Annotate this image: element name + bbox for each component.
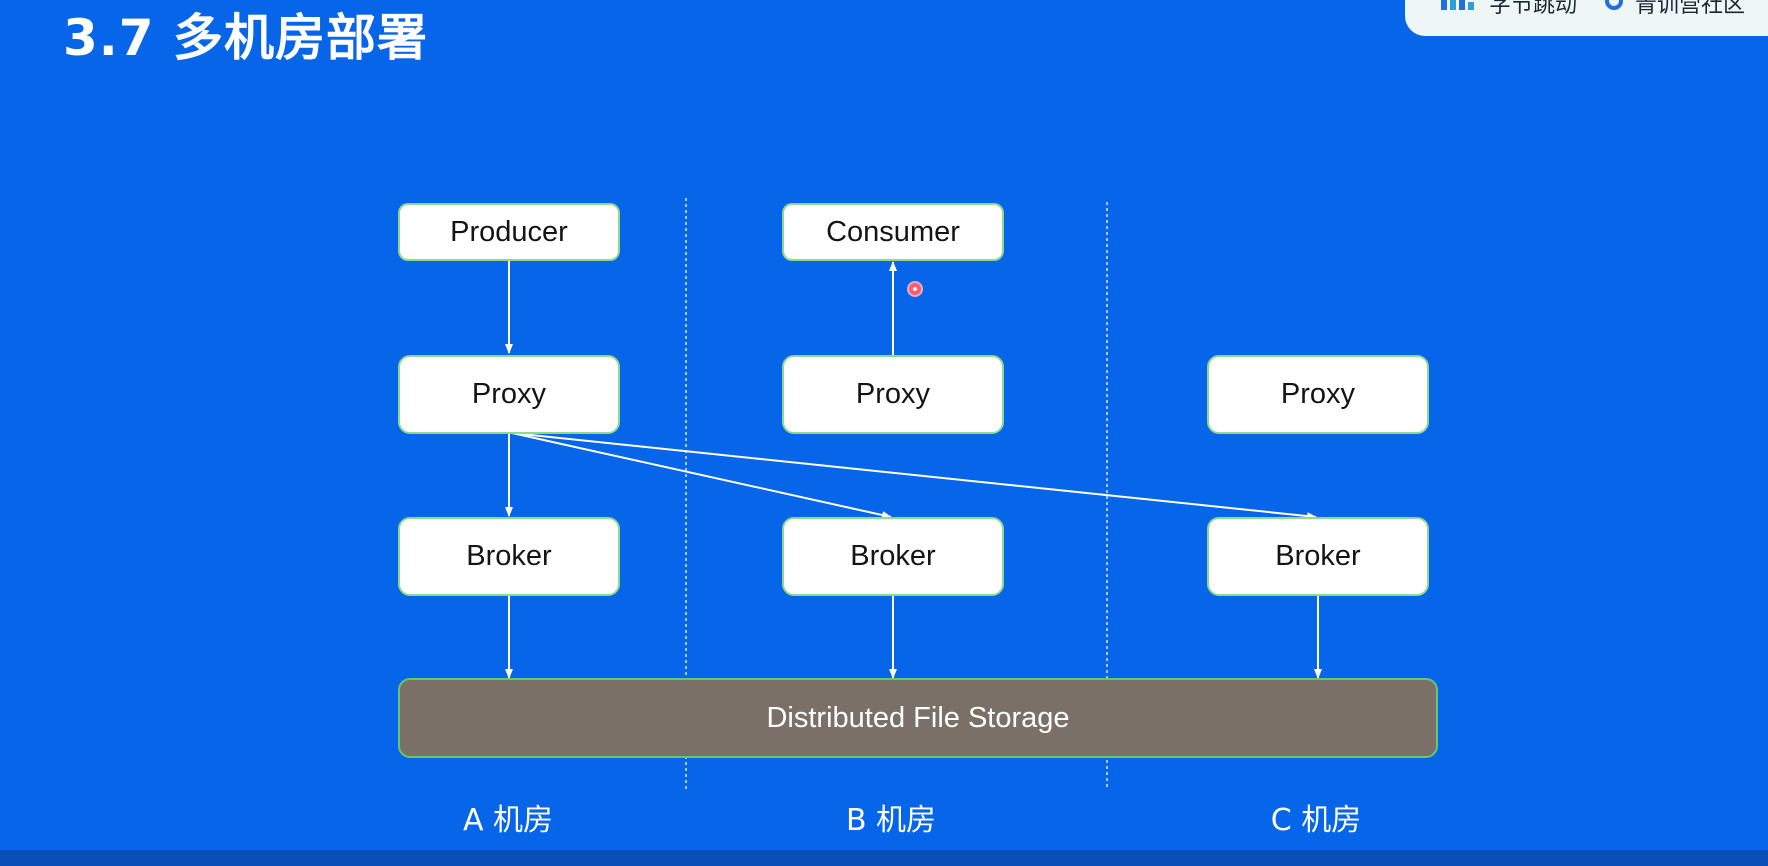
edge-proxy-a-to-broker-c	[511, 432, 1317, 521]
slide-bottom-band	[0, 850, 1768, 866]
room-label-b: B 机房	[845, 803, 937, 838]
edge-proxy-a-to-broker-b	[511, 432, 892, 519]
brand-community-text: 青训营社区	[1635, 0, 1746, 18]
community-logo-icon	[1605, 0, 1623, 10]
broker-a-node: Broker	[398, 517, 620, 596]
room-label-a: A 机房	[462, 803, 554, 838]
brand-logo-text: 字节跳动	[1489, 0, 1578, 18]
slide-title: 3.7 多机房部署	[63, 9, 428, 67]
proxy-a-node: Proxy	[398, 355, 620, 434]
producer-node: Producer	[398, 203, 620, 261]
room-label-c: C 机房	[1270, 803, 1362, 838]
bytedance-logo-icon	[1441, 0, 1479, 10]
brand-badge: 字节跳动 青训营社区	[1405, 0, 1768, 36]
proxy-c-node: Proxy	[1207, 355, 1429, 434]
laser-pointer-icon	[909, 283, 921, 295]
consumer-node: Consumer	[782, 203, 1004, 261]
proxy-b-node: Proxy	[782, 355, 1004, 434]
broker-c-node: Broker	[1207, 517, 1429, 596]
distributed-file-storage: Distributed File Storage	[398, 678, 1438, 758]
broker-b-node: Broker	[782, 517, 1004, 596]
